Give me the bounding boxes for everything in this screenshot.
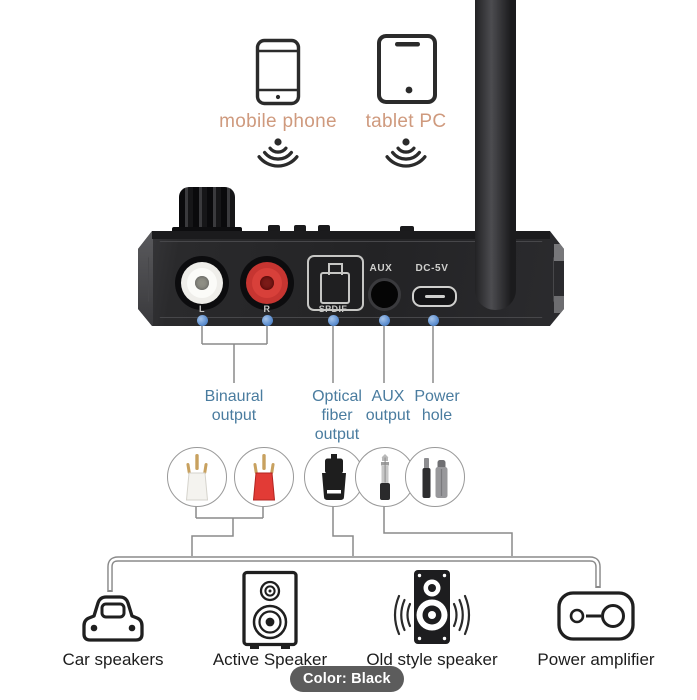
tablet-icon <box>377 34 437 104</box>
device-left-facet <box>138 231 153 326</box>
white-rca-plug-icon <box>167 447 227 507</box>
top-button <box>318 225 330 233</box>
callout-dot <box>327 315 339 326</box>
callout-dot <box>196 315 208 326</box>
red-rca-plug-icon <box>234 447 294 507</box>
volume-knob <box>179 187 235 233</box>
top-button <box>268 225 280 233</box>
rca-jack-right-red <box>240 256 294 310</box>
usbc-port <box>412 286 457 307</box>
usbc-port-label: DC-5V <box>415 263 449 274</box>
rca-right-letter: R <box>263 304 271 314</box>
device-right-facet <box>554 244 564 261</box>
top-button <box>294 225 306 233</box>
active-speaker-icon <box>242 570 298 649</box>
power-amplifier-label: Power amplifier <box>537 650 655 669</box>
spdif-shutter <box>320 272 350 304</box>
usb-c-plug-icon <box>405 447 465 507</box>
spdif-letter: SPDIF <box>318 304 348 314</box>
device-right-facet <box>554 296 564 313</box>
color-badge: Color: Black <box>290 666 404 692</box>
rca-jack-left-white <box>175 256 229 310</box>
device-panel-outline <box>148 241 554 318</box>
device-top-edge <box>152 231 550 239</box>
aux-output-label: AUX output <box>365 388 411 424</box>
old-style-speaker-icon <box>393 570 471 644</box>
tablet-pc-label: tablet PC <box>365 111 447 132</box>
rca-left-letter: L <box>199 304 205 314</box>
callout-dot <box>378 315 390 326</box>
optical-fiber-output-label: Optical fiber output <box>312 388 362 443</box>
top-button <box>400 226 414 233</box>
old-style-speaker-label: Old style speaker <box>366 650 498 669</box>
car-speakers-label: Car speakers <box>62 650 164 669</box>
callout-dot <box>261 315 273 326</box>
power-hole-label: Power hole <box>414 388 460 424</box>
antenna <box>475 0 516 310</box>
power-amplifier-icon <box>557 591 635 641</box>
callout-dot <box>427 315 439 326</box>
spdif-shutter-tab <box>328 263 343 275</box>
binaural-output-label: Binaural output <box>204 388 264 424</box>
aux-port-label: AUX <box>369 263 393 274</box>
active-speaker-label: Active Speaker <box>212 650 328 669</box>
optical-toslink-plug-icon <box>304 447 364 507</box>
wireless-signal-icon <box>257 138 299 168</box>
mobile-phone-label: mobile phone <box>219 111 337 132</box>
aux-port <box>368 278 401 311</box>
car-icon <box>82 595 144 642</box>
wireless-signal-icon <box>385 138 427 168</box>
spdif-optical-port <box>307 255 364 311</box>
smartphone-icon <box>255 38 301 106</box>
